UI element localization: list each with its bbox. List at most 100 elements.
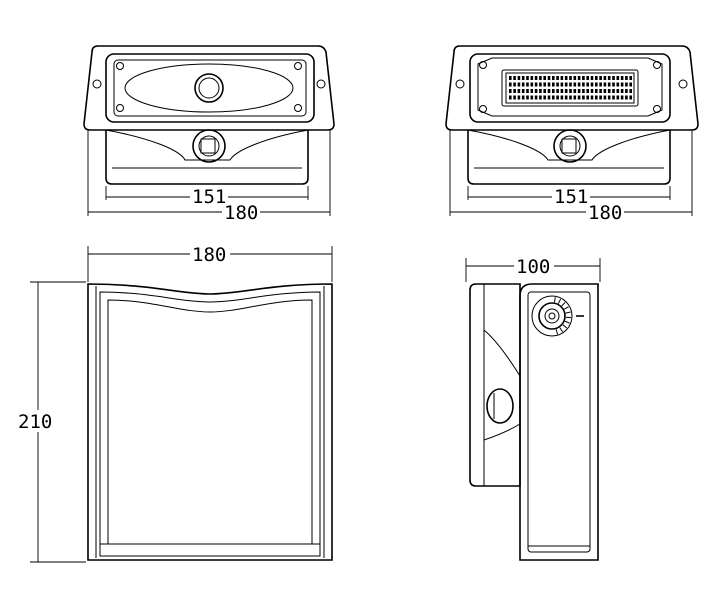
led-dot — [552, 82, 555, 87]
led-dot — [577, 76, 581, 80]
led-dot — [590, 82, 594, 87]
led-dot — [560, 76, 564, 80]
led-dot — [607, 82, 611, 87]
dial-icon — [531, 295, 584, 337]
dim-side-width: 180 — [192, 244, 226, 266]
led-dot — [560, 95, 564, 100]
led-dot — [590, 76, 594, 80]
led-dot — [539, 76, 542, 80]
led-dot — [530, 82, 534, 87]
view-profile: 100 — [465, 256, 601, 561]
led-dot — [612, 95, 615, 100]
led-dot — [560, 89, 564, 93]
dim-front-left-inner: 151 — [192, 186, 226, 208]
dial-tick — [564, 306, 569, 310]
led-dot — [564, 82, 568, 87]
led-dot — [625, 82, 628, 87]
led-dot — [543, 76, 546, 80]
led-dot — [573, 82, 577, 87]
view-panel: 180 210 — [16, 244, 333, 563]
led-dot — [629, 89, 632, 93]
led-dot — [569, 76, 572, 80]
led-dot — [513, 76, 516, 80]
led-dot — [616, 76, 620, 80]
led-dot — [569, 95, 572, 100]
dial-tick — [565, 311, 571, 314]
led-dot — [577, 95, 581, 100]
led-dot — [552, 89, 555, 93]
led-dot — [530, 89, 534, 93]
led-dot — [590, 95, 594, 100]
dial-tick — [562, 324, 568, 329]
led-dot — [539, 95, 542, 100]
led-dot — [560, 82, 564, 87]
led-dot — [573, 89, 577, 93]
led-dot — [534, 95, 538, 100]
led-dot — [526, 95, 529, 100]
led-dot — [599, 89, 602, 93]
led-dot — [607, 95, 611, 100]
led-dot — [521, 76, 525, 80]
led-dot — [539, 82, 542, 87]
led-dot — [517, 82, 521, 87]
led-dot — [586, 76, 589, 80]
led-dot — [509, 89, 512, 93]
knob-icon — [192, 129, 226, 163]
led-dot — [569, 89, 572, 93]
led-dot — [552, 76, 555, 80]
knob-icon — [486, 388, 514, 424]
led-dot — [521, 89, 525, 93]
camera-lens-icon — [194, 73, 224, 103]
led-dot — [513, 82, 516, 87]
led-dot — [526, 76, 529, 80]
led-dot — [556, 95, 559, 100]
led-dot — [521, 82, 525, 87]
led-dot — [539, 89, 542, 93]
led-dot — [586, 95, 589, 100]
dim-front-right-outer: 180 — [588, 202, 622, 224]
led-dot — [582, 76, 585, 80]
led-dot — [586, 89, 589, 93]
led-dot — [556, 76, 559, 80]
led-dot — [599, 82, 602, 87]
led-dot — [599, 76, 602, 80]
led-dot — [616, 82, 620, 87]
dial-tick — [553, 297, 556, 303]
led-dot — [543, 82, 546, 87]
led-dot — [612, 89, 615, 93]
dial-tick — [557, 298, 562, 304]
led-dot — [586, 82, 589, 87]
led-array-icon — [501, 69, 639, 107]
led-dot — [595, 95, 598, 100]
led-dot — [513, 89, 516, 93]
led-dot — [521, 95, 525, 100]
led-dot — [603, 95, 607, 100]
led-dot — [534, 82, 538, 87]
led-dot — [603, 82, 607, 87]
led-dot — [564, 89, 568, 93]
led-dot — [552, 95, 555, 100]
led-dot — [612, 76, 615, 80]
dim-front-left-outer: 180 — [224, 202, 258, 224]
view-front-led: 151 180 — [445, 45, 699, 224]
led-dot — [595, 89, 598, 93]
led-dot — [564, 76, 568, 80]
dial-tick — [559, 327, 564, 333]
led-dot — [543, 95, 546, 100]
dim-front-right-inner: 151 — [554, 186, 588, 208]
led-dot — [526, 89, 529, 93]
led-dot — [629, 82, 632, 87]
led-dot — [616, 89, 620, 93]
led-dot — [577, 89, 581, 93]
led-dot — [625, 95, 628, 100]
led-dot — [509, 76, 512, 80]
led-dot — [625, 76, 628, 80]
view-front-camera: 151 180 — [83, 45, 335, 224]
led-dot — [629, 76, 632, 80]
led-dot — [603, 89, 607, 93]
led-dot — [582, 95, 585, 100]
led-dot — [517, 76, 521, 80]
led-dot — [577, 82, 581, 87]
led-dot — [620, 95, 624, 100]
led-dot — [582, 82, 585, 87]
